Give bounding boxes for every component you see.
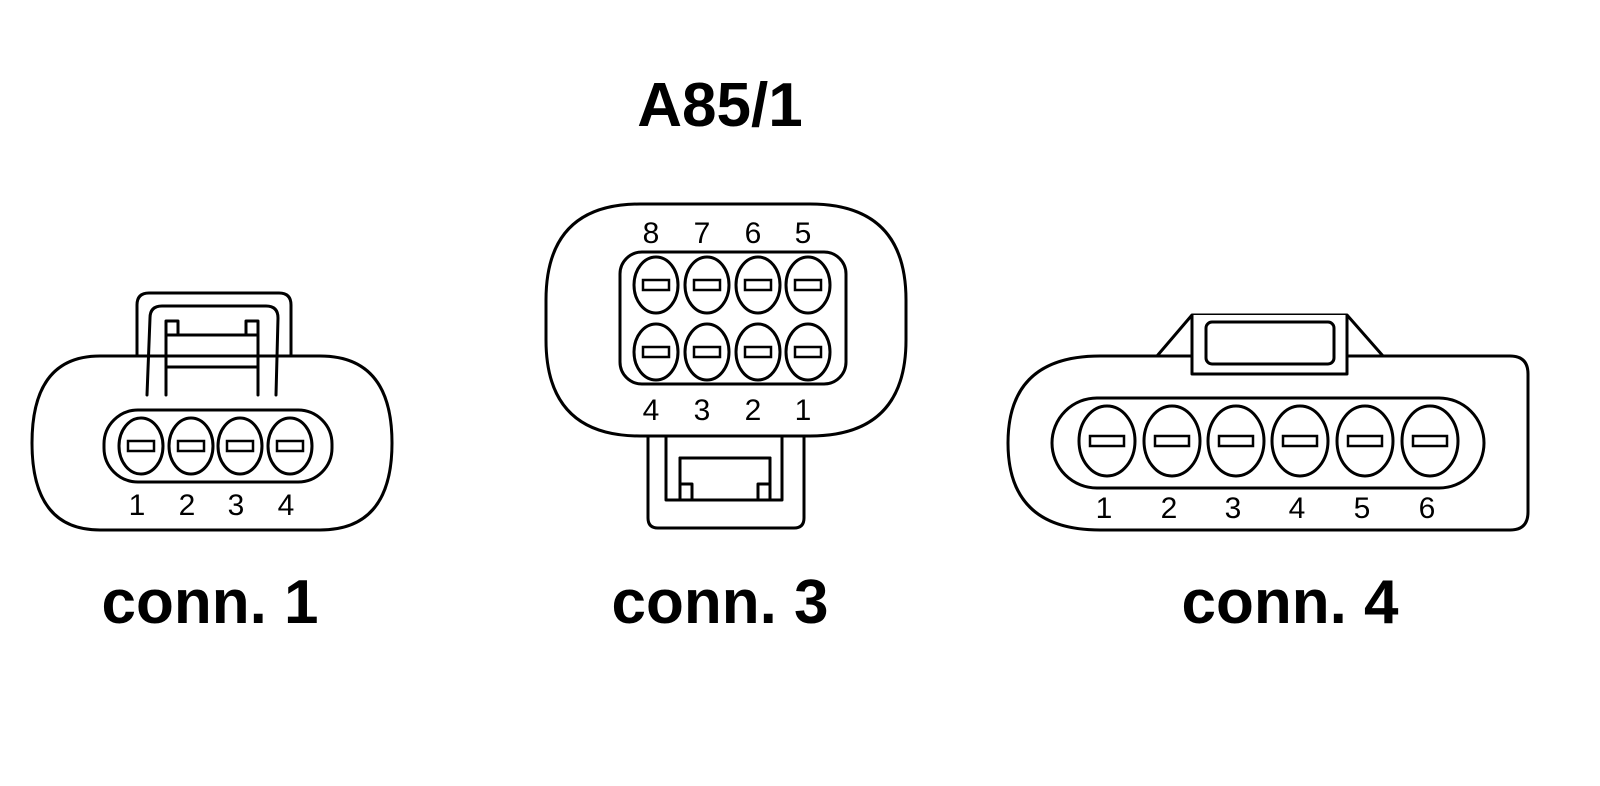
connector-3-pin	[734, 255, 782, 315]
connector-1-pin-number: 3	[228, 489, 245, 522]
connector-3-latch-outer	[646, 432, 806, 530]
connector-3-pin-number: 1	[795, 394, 812, 427]
connector-3-pin	[632, 255, 680, 315]
connector-4-pin	[1400, 404, 1460, 478]
connector-1-pin	[266, 416, 314, 476]
connector-3-pin-number: 3	[694, 394, 711, 427]
connector-4-pin-number: 5	[1354, 492, 1371, 525]
connector-3-pin-number: 4	[643, 394, 660, 427]
connector-1-pin-number: 1	[129, 489, 146, 522]
connector-1-label: conn. 1	[101, 568, 318, 637]
connector-4-pin-number: 3	[1225, 492, 1242, 525]
connector-3-pin	[632, 322, 680, 382]
connector-1-pin	[216, 416, 264, 476]
connector-1-latch-outer	[135, 291, 293, 358]
connector-3-pin	[683, 322, 731, 382]
connector-4-pin-number: 6	[1419, 492, 1436, 525]
connector-4-pin	[1142, 404, 1202, 478]
connector-3-pin-number: 8	[643, 217, 660, 250]
connector-4-pin	[1206, 404, 1266, 478]
connector-4-pin	[1077, 404, 1137, 478]
connector-3-label: conn. 3	[611, 568, 828, 637]
connector-4-label: conn. 4	[1181, 568, 1399, 637]
connector-3-pin-number: 2	[745, 394, 762, 427]
connector-3-pin-number: 6	[745, 217, 762, 250]
connector-4-pin	[1270, 404, 1330, 478]
connector-3-pin	[734, 322, 782, 382]
connector-1-pin	[167, 416, 215, 476]
connector-3-pin-number: 5	[795, 217, 812, 250]
connector-3-pin	[784, 322, 832, 382]
connector-1-pin-number: 2	[179, 489, 196, 522]
connector-4-pin	[1335, 404, 1395, 478]
connector-3-pin	[784, 255, 832, 315]
connector-1-latch-inner	[145, 304, 280, 397]
diagram-title: A85/1	[637, 71, 802, 140]
connector-1-pin-number: 4	[278, 489, 295, 522]
connector-1-pin	[117, 416, 165, 476]
connector-3-pin	[683, 255, 731, 315]
connector-4: 1 2 3 4 5 6 conn. 4	[1006, 313, 1530, 637]
connector-3-pin-number: 7	[694, 217, 711, 250]
connector-4-pin-number: 4	[1289, 492, 1306, 525]
connector-4-pin-number: 2	[1161, 492, 1178, 525]
connector-4-pin-number: 1	[1096, 492, 1113, 525]
